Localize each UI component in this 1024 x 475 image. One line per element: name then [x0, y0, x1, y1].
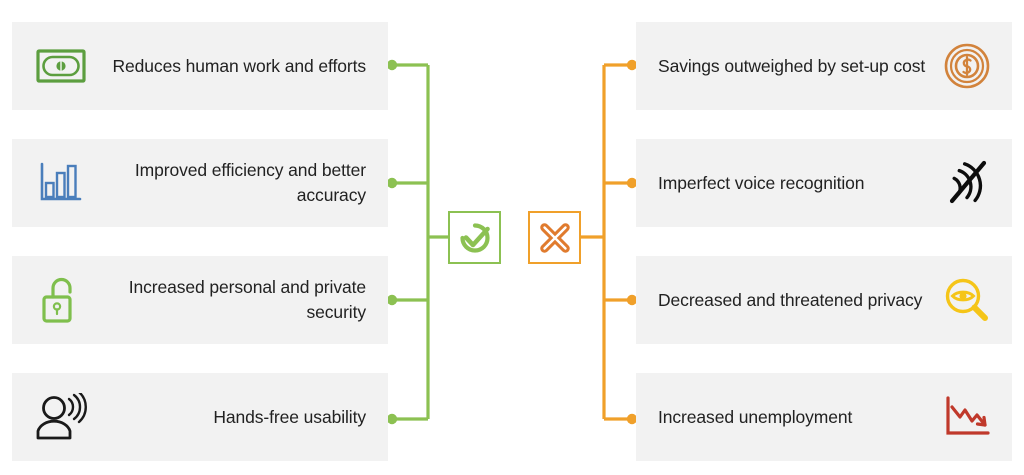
- con-item-3[interactable]: Decreased and threatened privacy: [636, 256, 1012, 344]
- pro-item-2[interactable]: Improved efficiency and better accuracy: [12, 139, 388, 227]
- con-item-label: Savings outweighed by set-up cost: [658, 55, 926, 76]
- con-item-label: Decreased and threatened privacy: [658, 289, 923, 310]
- pro-item-label: Increased personal and private security: [128, 277, 366, 322]
- pro-item-4[interactable]: Hands-free usability: [12, 373, 388, 461]
- pro-item-1[interactable]: Reduces human work and efforts: [12, 22, 388, 110]
- cross-x-icon: [539, 222, 570, 253]
- con-hub-cross[interactable]: [528, 211, 581, 264]
- pro-hub-checkmark[interactable]: [448, 211, 501, 264]
- con-item-2[interactable]: Imperfect voice recognition: [636, 139, 1012, 227]
- muted-sound-wave-icon: [936, 152, 998, 214]
- person-voice-icon: [30, 386, 92, 448]
- pro-node-dot: [386, 294, 398, 306]
- pro-item-label: Hands-free usability: [213, 406, 366, 427]
- pro-node-dot: [386, 413, 398, 425]
- con-item-4[interactable]: Increased unemployment: [636, 373, 1012, 461]
- check-mark-icon: [459, 222, 490, 253]
- con-item-label: Imperfect voice recognition: [658, 172, 865, 193]
- dollar-coin-icon: [936, 35, 998, 97]
- pro-item-3[interactable]: Increased personal and private security: [12, 256, 388, 344]
- open-padlock-icon: [30, 269, 92, 331]
- banknote-icon: [30, 35, 92, 97]
- pro-node-dot: [386, 177, 398, 189]
- pro-item-label: Reduces human work and efforts: [112, 55, 367, 76]
- declining-chart-icon: [936, 386, 998, 448]
- con-item-1[interactable]: Savings outweighed by set-up cost: [636, 22, 1012, 110]
- bar-chart-icon: [30, 152, 92, 214]
- con-item-label: Increased unemployment: [658, 406, 853, 427]
- pro-item-label: Improved efficiency and better accuracy: [134, 160, 366, 205]
- eye-magnifier-icon: [936, 269, 998, 331]
- pro-node-dot: [386, 59, 398, 71]
